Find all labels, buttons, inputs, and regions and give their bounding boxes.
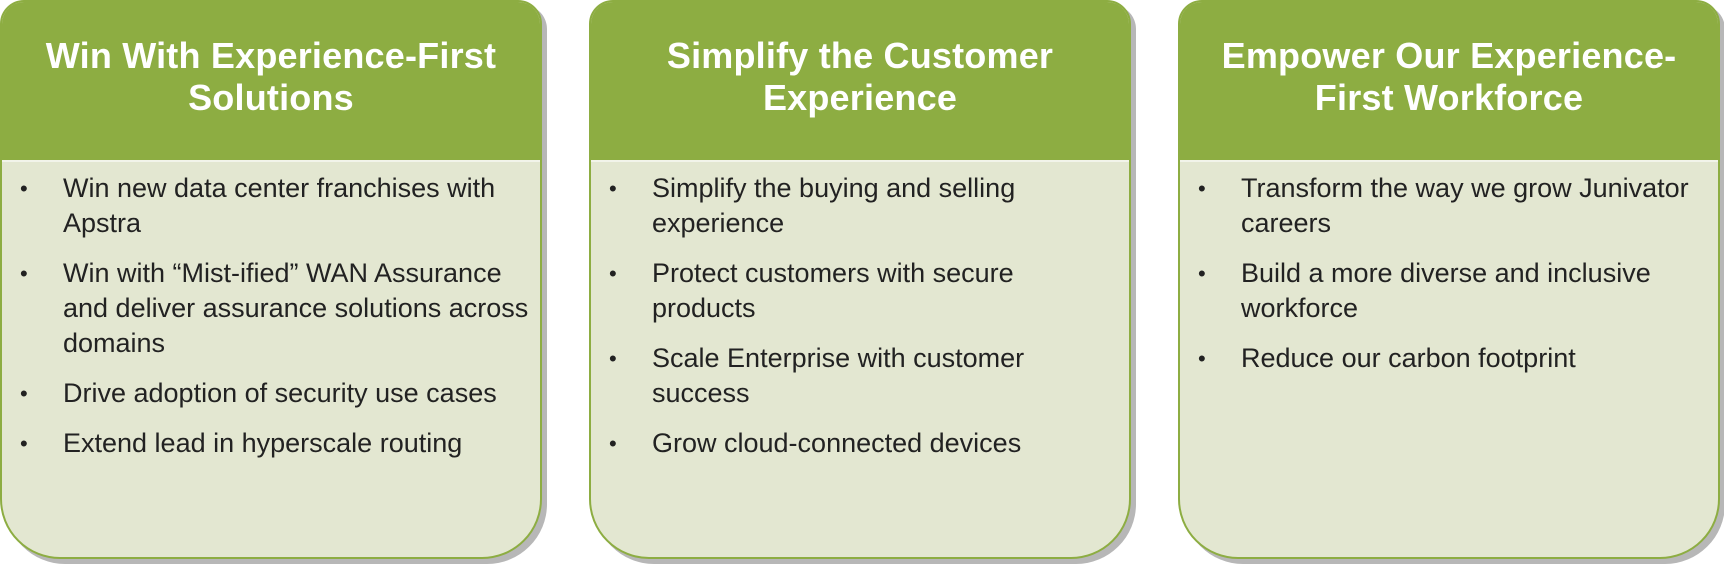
card-header: Win With Experience-First Solutions — [2, 2, 540, 162]
bullet-icon: • — [609, 431, 617, 456]
list-item: • Drive adoption of security use cases — [20, 376, 530, 411]
bullet-icon: • — [1198, 261, 1206, 286]
bullet-icon: • — [609, 176, 617, 201]
bullet-icon: • — [1198, 176, 1206, 201]
card-title: Empower Our Experience-First Workforce — [1221, 35, 1677, 118]
list-item: • Reduce our carbon footprint — [1198, 341, 1708, 376]
list-item: • Scale Enterprise with customer success — [609, 341, 1119, 411]
list-item-text: Scale Enterprise with customer success — [652, 343, 1025, 408]
list-item: • Build a more diverse and inclusive work… — [1198, 256, 1708, 326]
card-title: Simplify the Customer Experience — [666, 35, 1054, 118]
card-list: • Win new data center franchises with Aps… — [2, 162, 540, 461]
card-empower-workforce: Empower Our Experience-First Workforce •… — [1178, 0, 1720, 559]
list-item-text: Reduce our carbon footprint — [1241, 343, 1576, 373]
list-item: • Simplify the buying and selling experie… — [609, 171, 1119, 241]
bullet-icon: • — [609, 346, 617, 371]
list-item-text: Grow cloud-connected devices — [652, 428, 1022, 458]
list-item: • Transform the way we grow Junivator car… — [1198, 171, 1708, 241]
list-item-text: Drive adoption of security use cases — [63, 378, 497, 408]
bullet-icon: • — [20, 431, 28, 456]
bullet-icon: • — [20, 381, 28, 406]
list-item: • Protect customers with secure products — [609, 256, 1119, 326]
bullet-icon: • — [1198, 346, 1206, 371]
card-experience-first-solutions: Win With Experience-First Solutions • Win… — [0, 0, 542, 559]
bullet-icon: • — [609, 261, 617, 286]
card-simplify-customer-experience: Simplify the Customer Experience • Simpli… — [589, 0, 1131, 559]
list-item: • Win new data center franchises with Aps… — [20, 171, 530, 241]
list-item-text: Win with “Mist-ified” WAN Assurance and … — [63, 258, 529, 358]
list-item-text: Build a more diverse and inclusive workf… — [1241, 258, 1651, 323]
card-list: • Transform the way we grow Junivator car… — [1180, 162, 1718, 376]
list-item: • Win with “Mist-ified” WAN Assurance and… — [20, 256, 530, 361]
list-item-text: Transform the way we grow Junivator care… — [1241, 173, 1689, 238]
card-list: • Simplify the buying and selling experie… — [591, 162, 1129, 461]
list-item-text: Win new data center franchises with Apst… — [63, 173, 496, 238]
bullet-icon: • — [20, 176, 28, 201]
list-item: • Grow cloud-connected devices — [609, 426, 1119, 461]
list-item-text: Extend lead in hyperscale routing — [63, 428, 463, 458]
bullet-icon: • — [20, 261, 28, 286]
list-item-text: Protect customers with secure products — [652, 258, 1014, 323]
list-item-text: Simplify the buying and selling experien… — [652, 173, 1016, 238]
list-item: • Extend lead in hyperscale routing — [20, 426, 530, 461]
card-header: Empower Our Experience-First Workforce — [1180, 2, 1718, 162]
card-title: Win With Experience-First Solutions — [45, 35, 497, 118]
card-header: Simplify the Customer Experience — [591, 2, 1129, 162]
